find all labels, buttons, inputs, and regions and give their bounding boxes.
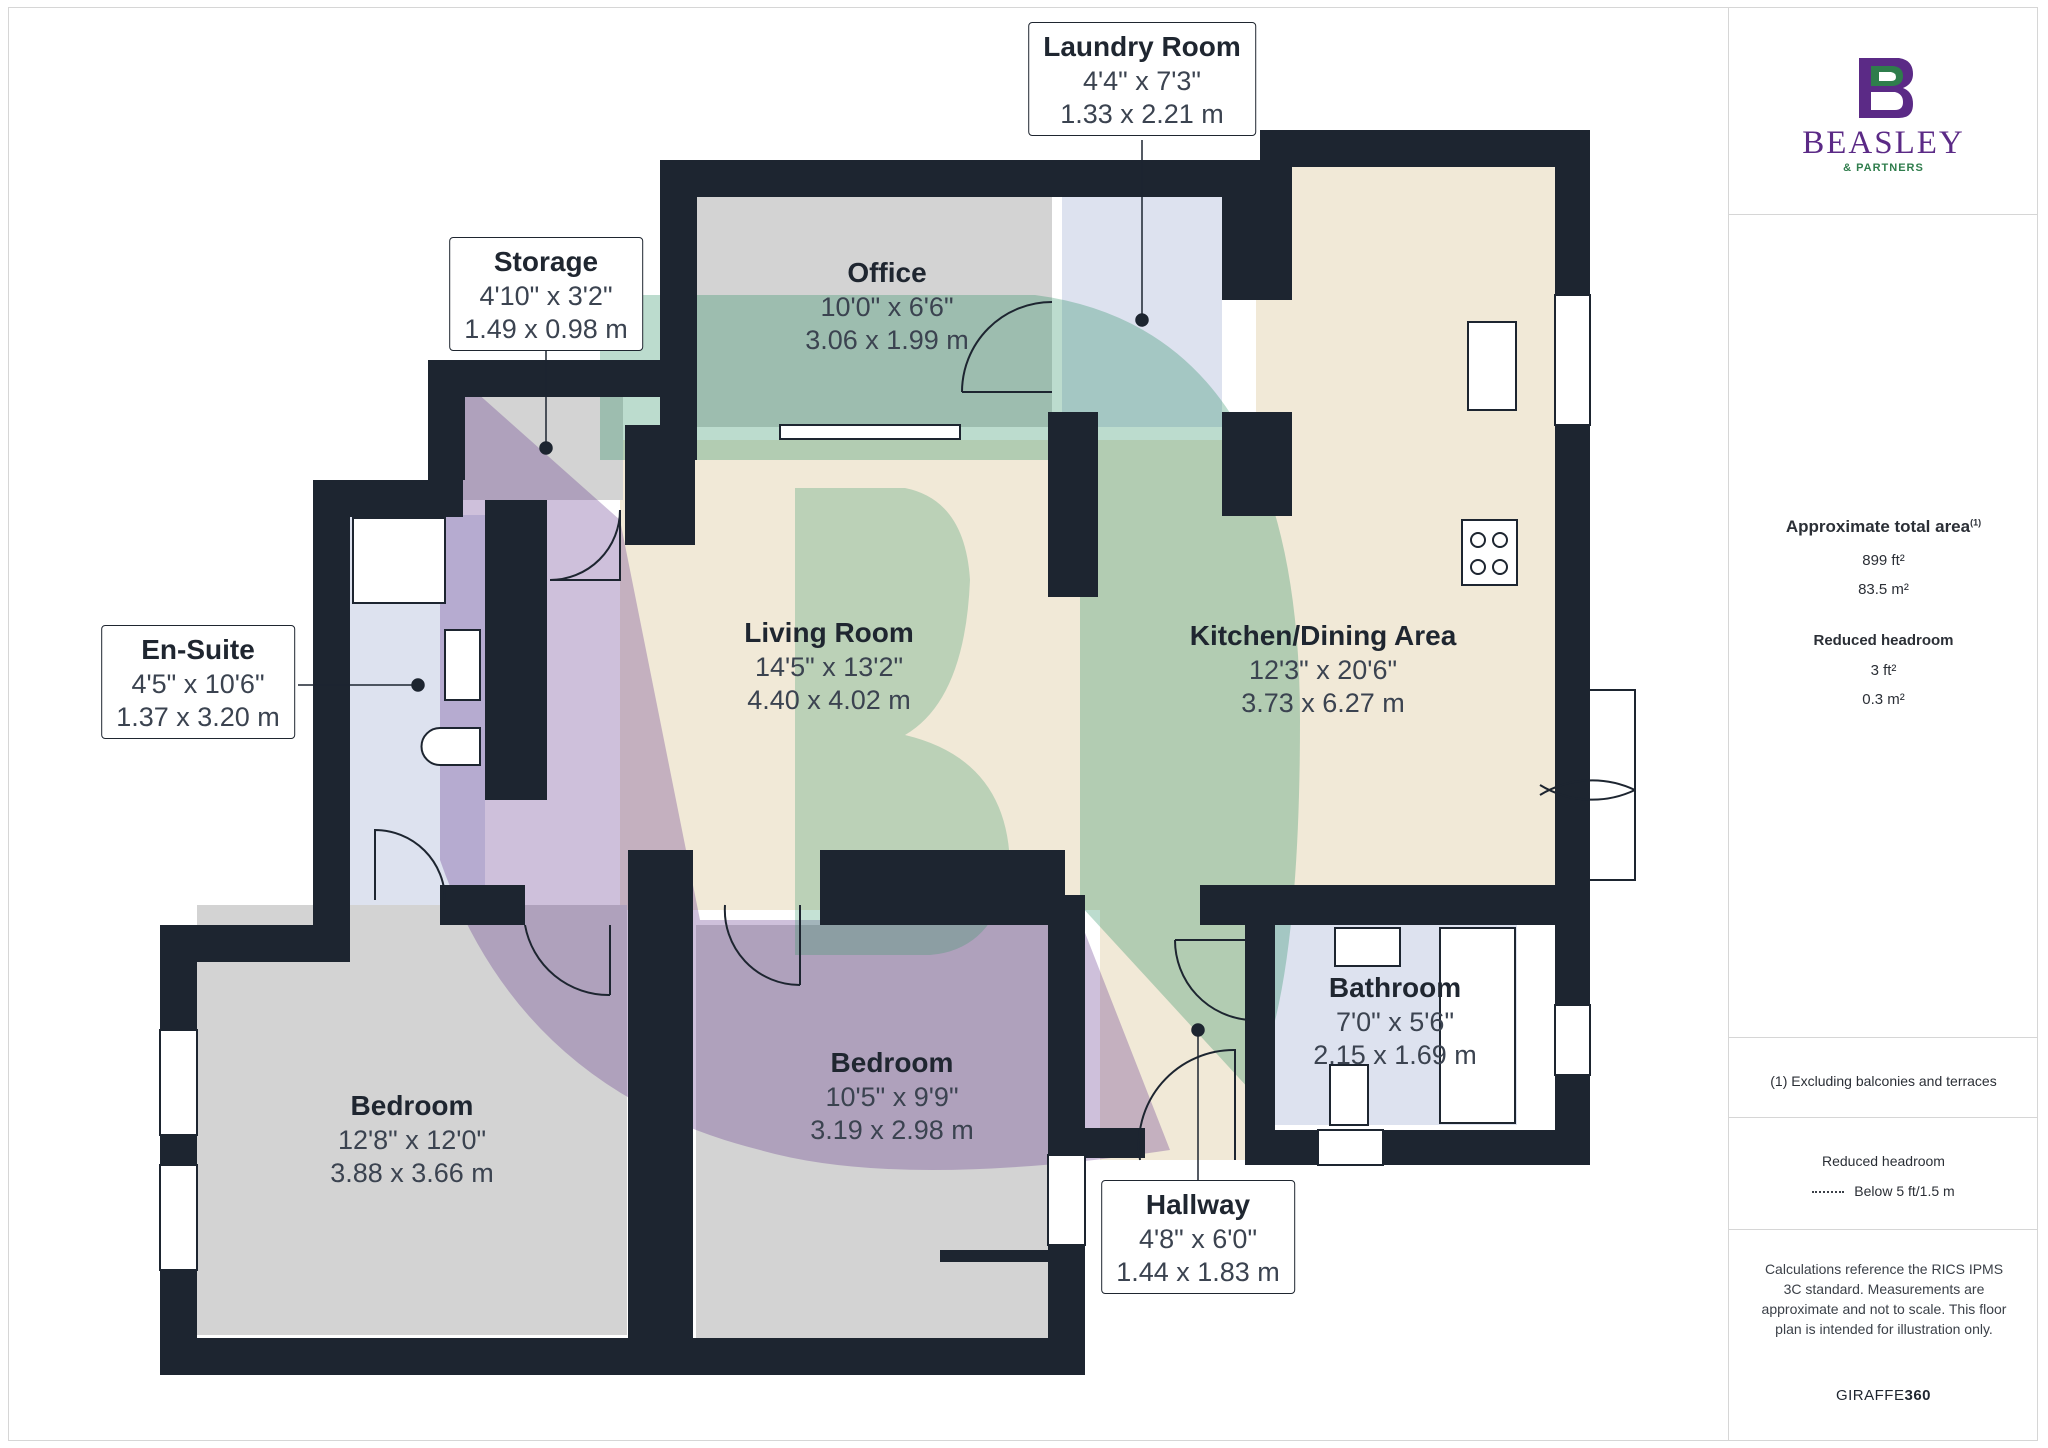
- room-dim-metric: 4.40 x 4.02 m: [747, 685, 911, 715]
- reduced-headroom-heading: Reduced headroom: [1813, 632, 1954, 649]
- room-label-kitchen: Kitchen/Dining Area 12'3" x 20'6" 3.73 x…: [1190, 618, 1457, 720]
- room-label-bathroom: Bathroom 7'0" x 5'6" 2.15 x 1.69 m: [1313, 970, 1477, 1072]
- total-area-m: 83.5 m²: [1858, 581, 1909, 598]
- watermark-green-arc: [600, 295, 1300, 1090]
- room-label-living: Living Room 14'5" x 13'2" 4.40 x 4.02 m: [744, 615, 914, 717]
- floor-living: [620, 440, 1260, 910]
- bath-toilet: [1329, 1064, 1369, 1126]
- room-dim-metric: 3.73 x 6.27 m: [1241, 688, 1405, 718]
- room-dim-imperial: 14'5" x 13'2": [754, 652, 904, 682]
- legend-dotted-line: [1812, 1191, 1845, 1194]
- room-name: Bedroom: [830, 1047, 954, 1078]
- room-dim-metric: 2.15 x 1.69 m: [1313, 1040, 1477, 1070]
- floor-plan-frame: [8, 7, 2038, 1441]
- ensuite-toilet: [420, 727, 481, 766]
- kitchen-sink: [1467, 321, 1517, 411]
- room-name: En-Suite: [141, 634, 255, 665]
- kitchen-hob: [1461, 519, 1518, 586]
- bath-basin: [1334, 927, 1401, 967]
- room-label-ensuite: En-Suite 4'5" x 10'6" 1.37 x 3.20 m: [101, 625, 295, 739]
- room-label-hallway: Hallway 4'8" x 6'0" 1.44 x 1.83 m: [1101, 1180, 1295, 1294]
- total-area-sup: (1): [1970, 517, 1982, 528]
- watermark-purple-arc: [440, 360, 1170, 1170]
- room-dim-imperial: 12'8" x 12'0": [337, 1125, 487, 1155]
- legend-row: Below 5 ft/1.5 m: [1729, 1183, 2038, 1199]
- panel-divider: [1729, 1037, 2038, 1038]
- room-name: Laundry Room: [1043, 31, 1241, 62]
- fixtures: [352, 321, 1518, 1126]
- room-name: Office: [847, 257, 927, 288]
- room-label-storage: Storage 4'10" x 3'2" 1.49 x 0.98 m: [449, 237, 643, 351]
- room-dim-metric: 1.37 x 3.20 m: [116, 702, 280, 732]
- doors: [374, 301, 1636, 1161]
- room-label-bedroom-left: Bedroom 12'8" x 12'0" 3.88 x 3.66 m: [330, 1088, 494, 1190]
- ensuite-shower: [352, 517, 446, 604]
- total-area-heading: Approximate total area(1): [1729, 517, 2038, 537]
- total-area-ft: 899 ft²: [1862, 552, 1905, 569]
- floor-office: [692, 197, 1052, 427]
- panel-divider: [1729, 1229, 2038, 1230]
- room-name: Kitchen/Dining Area: [1189, 620, 1457, 651]
- bath-tub: [1439, 927, 1516, 1124]
- room-label-laundry: Laundry Room 4'4" x 7'3" 1.33 x 2.21 m: [1028, 22, 1256, 136]
- room-dim-imperial: 4'5" x 10'6": [131, 669, 265, 699]
- room-dim-imperial: 12'3" x 20'6": [1248, 655, 1398, 685]
- legend-title: Reduced headroom: [1822, 1153, 1945, 1169]
- room-dim-metric: 3.19 x 2.98 m: [810, 1115, 974, 1145]
- reduced-headroom-m: 0.3 m²: [1862, 691, 1905, 708]
- room-dim-metric: 1.49 x 0.98 m: [464, 314, 628, 344]
- beasley-logo-icon: [1859, 58, 1913, 118]
- room-name: Living Room: [744, 617, 914, 648]
- room-name: Hallway: [1145, 1189, 1251, 1220]
- room-dim-imperial: 10'5" x 9'9": [825, 1082, 959, 1112]
- room-label-bedroom-mid: Bedroom 10'5" x 9'9" 3.19 x 2.98 m: [810, 1045, 974, 1147]
- logo-wordmark: BEASLEY: [1802, 125, 1965, 161]
- logo-subtitle: & PARTNERS: [1843, 162, 1924, 174]
- room-dim-metric: 3.88 x 3.66 m: [330, 1158, 494, 1188]
- watermark-letter-b: [795, 488, 1010, 955]
- room-dim-metric: 1.33 x 2.21 m: [1060, 99, 1224, 129]
- info-panel: BEASLEY & PARTNERS Approximate total are…: [1728, 7, 2038, 1441]
- floor-plan-drawing: [159, 130, 1636, 1375]
- room-dim-imperial: 7'0" x 5'6": [1335, 1007, 1455, 1037]
- room-dim-metric: 3.06 x 1.99 m: [805, 325, 969, 355]
- room-dim-imperial: 4'4" x 7'3": [1082, 66, 1202, 96]
- panel-divider: [1729, 1117, 2038, 1118]
- giraffe360-brand: GIRAFFE360: [1729, 1387, 2038, 1404]
- watermark-logo: [440, 295, 1300, 1170]
- total-area-label: Approximate total area: [1785, 517, 1971, 536]
- panel-divider: [1729, 214, 2038, 215]
- room-dim-imperial: 10'0" x 6'6": [820, 292, 954, 322]
- room-dim-metric: 1.44 x 1.83 m: [1116, 1257, 1280, 1287]
- footnote-text: (1) Excluding balconies and terraces: [1770, 1073, 1997, 1089]
- room-dim-imperial: 4'8" x 6'0": [1138, 1224, 1258, 1254]
- leader-lines: [298, 140, 1205, 1182]
- ensuite-basin: [444, 629, 481, 701]
- room-name: Bathroom: [1328, 972, 1462, 1003]
- room-name: Bedroom: [350, 1090, 474, 1121]
- windows: [159, 294, 1591, 1271]
- room-label-office: Office 10'0" x 6'6" 3.06 x 1.99 m: [805, 255, 969, 357]
- reduced-headroom-ft: 3 ft²: [1870, 662, 1897, 679]
- calculation-note: Calculations reference the RICS IPMS 3C …: [1761, 1261, 2007, 1337]
- brand-light: GIRAFFE: [1835, 1387, 1905, 1404]
- brand-bold: 360: [1904, 1387, 1932, 1404]
- room-name: Storage: [493, 246, 599, 277]
- legend-text: Below 5 ft/1.5 m: [1854, 1183, 1955, 1199]
- room-dim-imperial: 4'10" x 3'2": [479, 281, 613, 311]
- floor-bedroom-mid: [696, 925, 1048, 1340]
